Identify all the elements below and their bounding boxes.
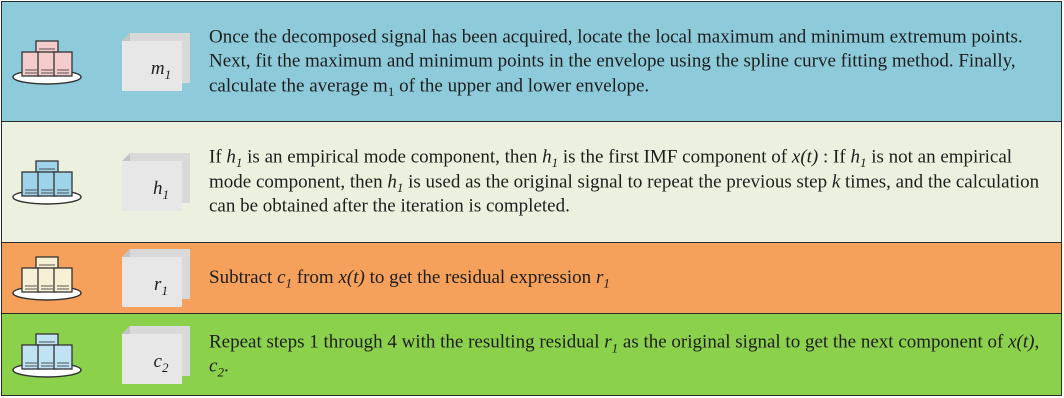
variable-label: c2 [153, 350, 169, 375]
text-segment: is used as the original signal to repeat… [403, 170, 832, 192]
text-segment: : If [818, 146, 851, 168]
text-segment: r [595, 266, 604, 288]
text-segment: Once the decomposed signal has been acqu… [209, 25, 1023, 96]
text-segment: from [292, 266, 339, 288]
text-segment: is the first IMF component of [558, 146, 792, 168]
variable-label: r1 [154, 274, 168, 298]
text-segment: 1 [611, 339, 619, 355]
text-segment: 1 [387, 83, 395, 99]
text-segment: 1 [285, 275, 293, 291]
text-segment: h [387, 170, 397, 192]
server-cluster-icon [10, 331, 84, 379]
text-segment: of the upper and lower envelope. [394, 74, 650, 96]
text-segment: Repeat steps 1 through 4 with the result… [209, 331, 605, 352]
text-segment: Subtract [209, 266, 278, 288]
text-segment: x(t) [1008, 331, 1035, 352]
text-segment: 1 [603, 275, 610, 291]
step-row-r1: r1 Subtract c1 from x(t) to get the resi… [1, 242, 1062, 314]
step-row-h1: h1 If h1 is an empirical mode component,… [1, 121, 1062, 243]
server-cluster-icon [10, 254, 84, 302]
text-segment: 1 [551, 155, 559, 171]
server-cluster-icon [10, 158, 84, 206]
text-segment: 2 [217, 364, 224, 380]
step-row-m1: m1 Once the decomposed signal has been a… [1, 1, 1062, 122]
text-segment: c [209, 355, 218, 377]
text-segment: is an empirical mode component, then [242, 146, 543, 168]
server-cluster-icon [10, 38, 84, 86]
text-segment: 1 [859, 155, 867, 171]
text-segment: h [850, 146, 860, 168]
text-segment: is not an empirical mode component, then [209, 146, 1013, 192]
text-segment: x(t) [338, 266, 365, 288]
step-text-r1: Subtract c1 from x(t) to get the residua… [209, 266, 1053, 291]
variable-label: h1 [153, 178, 169, 202]
variable-cube-m1: m1 [120, 32, 190, 91]
variable-cube-h1: h1 [120, 153, 190, 211]
text-segment: . [223, 355, 229, 377]
text-segment: , [1034, 331, 1040, 352]
variable-cube-c2: c2 [120, 325, 190, 384]
variable-label: m1 [150, 57, 172, 82]
step-row-c2: c2 Repeat steps 1 through 4 with the res… [1, 313, 1062, 396]
text-segment: to get the residual expression [364, 266, 596, 288]
text-segment: c [277, 266, 286, 288]
text-segment: h [226, 146, 236, 168]
text-segment: as the original signal to get the next c… [618, 331, 1009, 352]
text-segment: r [604, 331, 612, 352]
variable-cube-r1: r1 [120, 249, 190, 307]
text-segment: 1 [235, 155, 243, 171]
step-text-h1: If h1 is an empirical mode component, th… [209, 145, 1053, 219]
text-segment: 1 [396, 179, 404, 195]
text-segment: times, and the calculation can be obtain… [209, 170, 1040, 217]
step-text-c2: Repeat steps 1 through 4 with the result… [209, 330, 1053, 379]
text-segment: x(t) [791, 146, 819, 168]
text-segment: h [542, 146, 552, 168]
step-text-m1: Once the decomposed signal has been acqu… [209, 25, 1053, 99]
text-segment: k [831, 170, 841, 192]
text-segment: If [209, 146, 227, 168]
